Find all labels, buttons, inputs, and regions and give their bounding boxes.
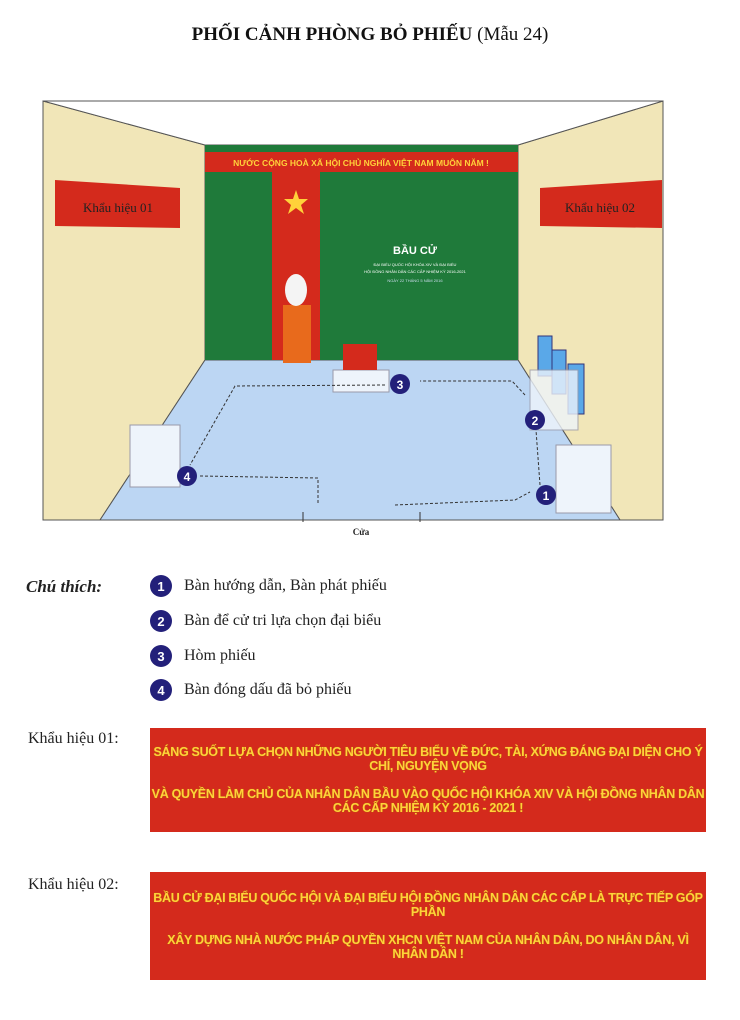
board-line: HỘI ĐỒNG NHÂN DÂN CÁC CẤP NHIỆM KỲ 2016-… <box>364 269 467 274</box>
slogan-left-text: Khẩu hiệu 01 <box>83 200 153 215</box>
door-label: Cửa <box>353 527 370 537</box>
ballot-box-table <box>332 369 390 393</box>
bust <box>285 274 307 306</box>
slogan-line: SÁNG SUỐT LỰA CHỌN NHỮNG NGƯỜI TIÊU BIỂU… <box>153 745 703 773</box>
title-main: PHỐI CẢNH PHÒNG BỎ PHIẾU <box>191 24 473 45</box>
svg-text:3: 3 <box>397 378 404 392</box>
slogan-2-banner: BẦU CỬ ĐẠI BIỂU QUỐC HỘI VÀ ĐẠI BIỂU HỘI… <box>150 872 706 980</box>
ballot-box <box>343 344 377 370</box>
svg-text:1: 1 <box>543 489 550 503</box>
board-line: ĐẠI BIỂU QUỐC HỘI KHÓA XIV VÀ ĐẠI BIỂU <box>374 262 457 267</box>
table-4 <box>129 424 181 488</box>
top-banner-text: NƯỚC CỘNG HOÀ XÃ HỘI CHỦ NGHĨA VIỆT NAM … <box>233 157 489 168</box>
marker-3: 3 <box>390 374 410 394</box>
marker-2: 2 <box>525 410 545 430</box>
slogan-right-banner <box>540 180 662 228</box>
star-icon <box>284 190 308 214</box>
title-sub: (Mẫu 24) <box>477 24 549 45</box>
slogan-1-label: Khẩu hiệu 01: <box>28 730 119 747</box>
svg-text:2: 2 <box>532 414 539 428</box>
board-line: NGÀY 22 THÁNG 5 NĂM 2016 <box>387 278 443 283</box>
slogan-left-banner <box>55 180 180 228</box>
slogan-1-banner: SÁNG SUỐT LỰA CHỌN NHỮNG NGƯỜI TIÊU BIỂU… <box>150 728 706 832</box>
marker-1: 1 <box>536 485 556 505</box>
back-wall-board <box>205 145 518 360</box>
flow-path <box>189 380 541 506</box>
svg-text:4: 4 <box>184 470 191 484</box>
slogan-line: VÀ QUYỀN LÀM CHỦ CỦA NHÂN DÂN BẦU VÀO QU… <box>151 787 705 815</box>
marker-4: 4 <box>177 466 197 486</box>
slogan-2-label: Khẩu hiệu 02: <box>28 876 119 893</box>
slogan-line: BẦU CỬ ĐẠI BIỂU QUỐC HỘI VÀ ĐẠI BIỂU HỘI… <box>153 891 703 919</box>
slogan-line: XÂY DỰNG NHÀ NƯỚC PHÁP QUYỀN XHCN VIỆT N… <box>167 933 689 961</box>
slogan-right-text: Khẩu hiệu 02 <box>565 200 635 215</box>
top-banner <box>205 152 518 172</box>
room-diagram: NƯỚC CỘNG HOÀ XÃ HỘI CHỦ NGHĨA VIỆT NAM … <box>42 100 664 537</box>
board-title: BẦU CỬ <box>393 244 438 257</box>
pedestal <box>283 305 311 363</box>
legend-heading: Chú thích: <box>26 577 103 596</box>
table-1 <box>555 444 612 514</box>
page-title: PHỐI CẢNH PHÒNG BỎ PHIẾU (Mẫu 24) <box>0 24 740 46</box>
